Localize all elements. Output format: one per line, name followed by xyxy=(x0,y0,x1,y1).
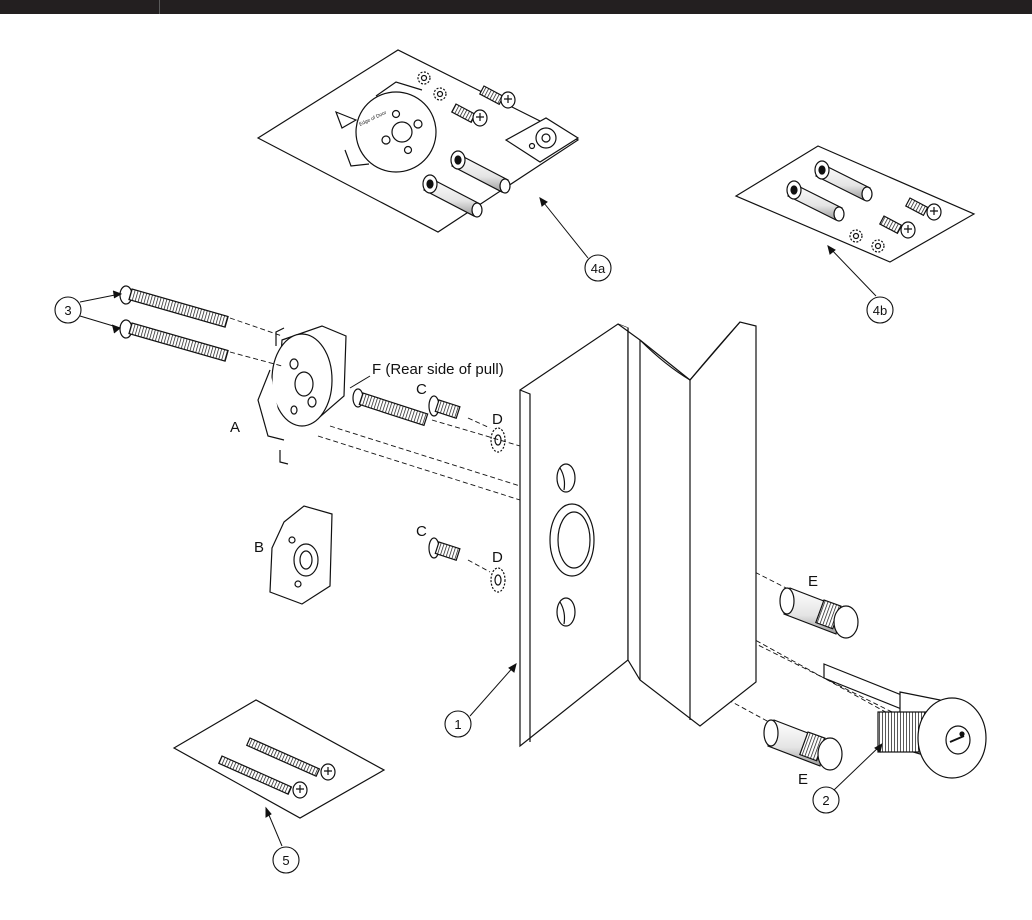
top-bar xyxy=(0,0,1032,14)
sleeve-nut-e-lower xyxy=(763,719,843,771)
star-washer-d-upper xyxy=(490,427,506,453)
callout-4a: 4a xyxy=(591,261,606,276)
wood-screws-5 xyxy=(217,737,336,799)
label-e-upper: E xyxy=(808,573,818,590)
callout-3: 3 xyxy=(64,303,71,318)
mounting-plate-a xyxy=(257,325,347,465)
mounting-template-disc: Edge of Door xyxy=(334,81,437,173)
label-c-lower: C xyxy=(416,523,427,540)
hardware-package-4b xyxy=(734,145,976,263)
label-a: A xyxy=(230,419,240,436)
machine-screws-4b xyxy=(878,197,942,239)
machine-screws-4a xyxy=(450,85,516,127)
star-washer-d-lower xyxy=(490,567,506,593)
callout-4b: 4b xyxy=(873,303,887,318)
label-c-upper: C xyxy=(416,381,427,398)
lock-cylinder-2 xyxy=(823,663,987,779)
hardware-package-4a: Edge of Door xyxy=(256,49,580,233)
door-pull-1 xyxy=(519,321,757,748)
label-f-rear-side-of-pull: F (Rear side of pull) xyxy=(372,361,504,378)
leader-lines xyxy=(79,196,883,847)
label-d-lower: D xyxy=(492,549,503,566)
label-e-lower: E xyxy=(798,771,808,788)
callout-1: 1 xyxy=(454,717,461,732)
sleeve-nut-e-upper xyxy=(779,587,859,639)
hardware-package-5 xyxy=(172,699,386,819)
label-b: B xyxy=(254,539,264,556)
pull-screw-f xyxy=(352,388,429,427)
callout-2: 2 xyxy=(822,793,829,808)
screw-c-upper xyxy=(428,395,461,419)
callout-circles xyxy=(54,254,894,874)
star-washers-4a xyxy=(417,71,447,101)
through-bolts xyxy=(119,285,229,362)
spacer-plate xyxy=(504,117,580,163)
sleeve-nuts-4a xyxy=(422,150,511,218)
spacer-plate-b xyxy=(269,505,333,605)
screw-c-lower xyxy=(428,537,461,561)
label-d-upper: D xyxy=(492,411,503,428)
sleeve-nuts-4b xyxy=(786,160,873,222)
callout-5: 5 xyxy=(282,853,289,868)
top-bar-divider xyxy=(159,0,160,14)
star-washers-4b xyxy=(849,229,885,253)
